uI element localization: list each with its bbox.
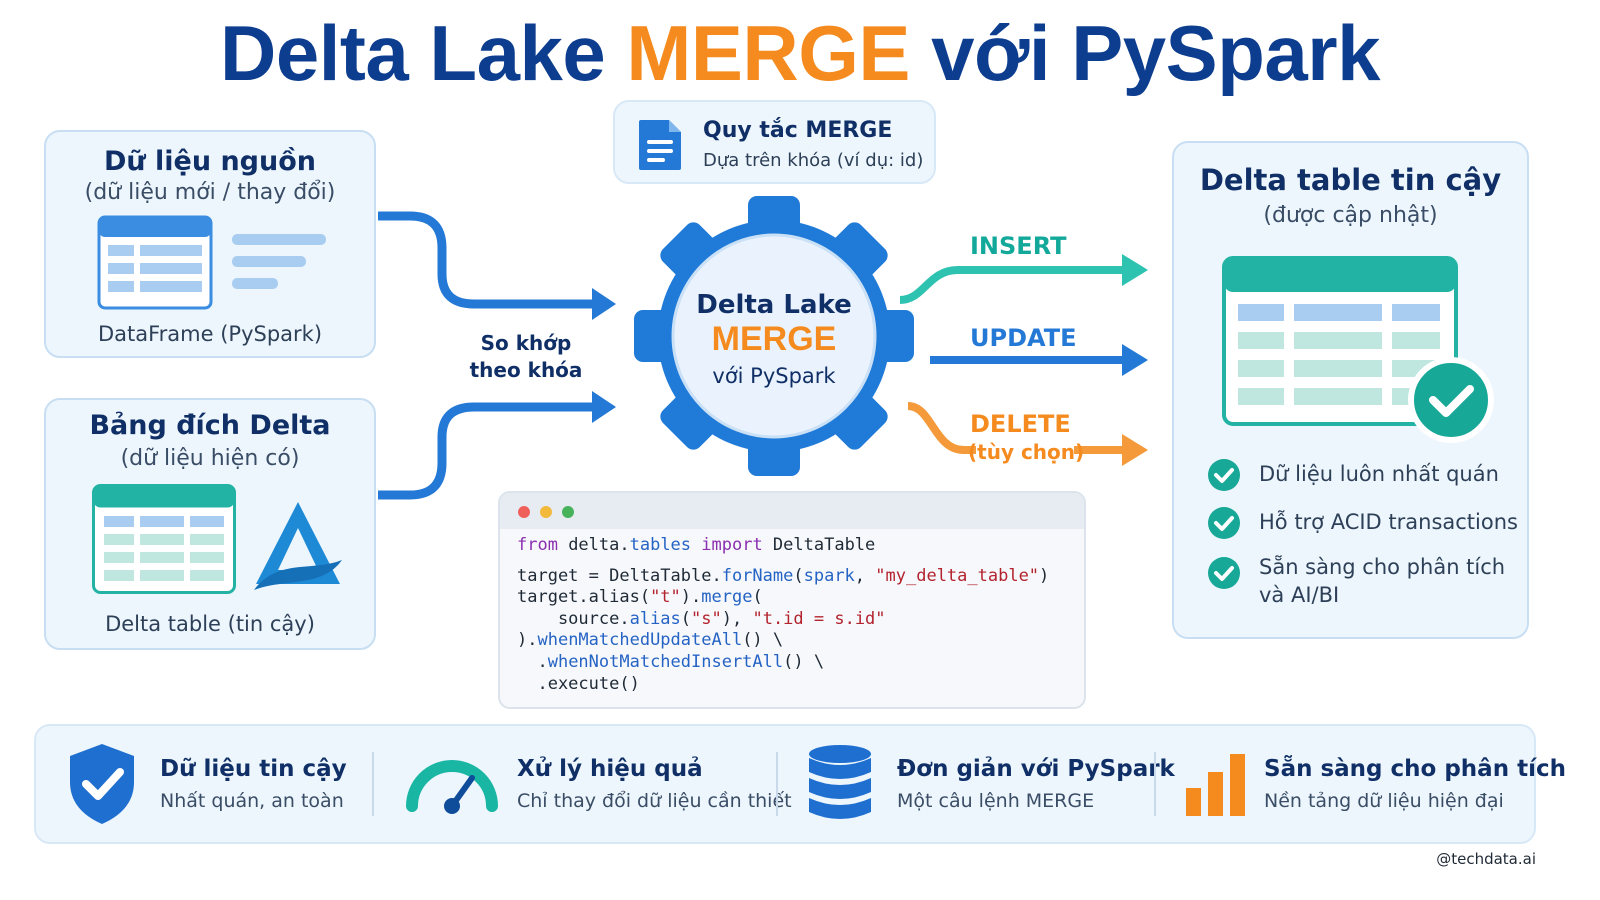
close-dot-icon bbox=[518, 506, 530, 518]
feature-analytics-ready: Sẵn sàng cho phân tích bbox=[1259, 555, 1506, 579]
benefit-title: Xử lý hiệu quả bbox=[517, 756, 703, 782]
feature-analytics-ready-cont: và AI/BI bbox=[1259, 583, 1340, 607]
source-title: Dữ liệu nguồn bbox=[103, 146, 317, 177]
benefit-title: Dữ liệu tin cậy bbox=[160, 756, 347, 782]
benefit-divider bbox=[776, 752, 778, 816]
rules-subtitle: Dựa trên khóa (ví dụ: id) bbox=[703, 150, 924, 171]
code-snippet: from delta.tables import DeltaTable targe… bbox=[498, 491, 1086, 709]
target-to-merge-arrow bbox=[378, 391, 616, 500]
page-title: Delta Lake MERGE với PySpark bbox=[0, 8, 1600, 99]
maximize-dot-icon bbox=[562, 506, 574, 518]
code-line: target = DeltaTable.forName(spark, "my_d… bbox=[517, 565, 1050, 586]
result-subtitle: (được cập nhật) bbox=[1263, 203, 1438, 228]
bar-chart-icon bbox=[1186, 754, 1245, 816]
benefit-title: Đơn giản với PySpark bbox=[897, 756, 1175, 782]
check-circle-icon bbox=[1208, 459, 1240, 491]
insert-arrow bbox=[899, 254, 1148, 304]
gear-line1: Delta Lake bbox=[696, 290, 852, 320]
delete-arrow bbox=[907, 402, 1148, 466]
merge-rules-box: Quy tắc MERGE Dựa trên khóa (ví dụ: id) bbox=[613, 100, 936, 184]
title-part1: Delta Lake bbox=[220, 9, 606, 97]
title-part2: với PySpark bbox=[931, 9, 1380, 97]
code-body: from delta.tables import DeltaTable targe… bbox=[517, 535, 1049, 695]
code-window-bar bbox=[500, 493, 1084, 529]
feature-acid: Hỗ trợ ACID transactions bbox=[1259, 510, 1518, 534]
delta-table-icon bbox=[92, 484, 236, 594]
gear-line2: MERGE bbox=[711, 320, 837, 358]
check-circle-icon bbox=[1208, 507, 1240, 539]
speedometer-icon bbox=[406, 760, 498, 814]
match-label-line1: So khớp bbox=[480, 331, 572, 355]
table-icon bbox=[97, 215, 326, 310]
update-label: UPDATE bbox=[970, 324, 1077, 352]
minimize-dot-icon bbox=[540, 506, 552, 518]
code-line: target.alias("t").merge( bbox=[517, 587, 763, 608]
source-to-merge-arrow bbox=[378, 211, 616, 320]
benefit-title: Sẵn sàng cho phân tích bbox=[1264, 756, 1566, 782]
gear-line3: với PySpark bbox=[712, 364, 836, 388]
source-caption: DataFrame (PySpark) bbox=[97, 322, 323, 346]
insert-label: INSERT bbox=[970, 232, 1067, 260]
benefits-bar bbox=[34, 724, 1536, 844]
code-line: source.alias("s"), "t.id = s.id" bbox=[517, 608, 886, 629]
source-subtitle: (dữ liệu mới / thay đổi) bbox=[84, 180, 336, 205]
credit-handle: @techdata.ai bbox=[1436, 850, 1536, 868]
benefit-divider bbox=[1154, 752, 1156, 816]
target-subtitle: (dữ liệu hiện có) bbox=[120, 446, 300, 471]
target-title: Bảng đích Delta bbox=[89, 410, 331, 441]
code-line: .whenNotMatchedInsertAll() \ bbox=[517, 651, 825, 672]
match-by-key-label: So khớp theo khóa bbox=[464, 330, 588, 384]
code-line: from delta.tables import DeltaTable bbox=[517, 535, 876, 555]
code-line: ).whenMatchedUpdateAll() \ bbox=[517, 630, 784, 651]
update-arrow bbox=[930, 344, 1148, 376]
rules-title: Quy tắc MERGE bbox=[703, 118, 893, 143]
benefit-subtitle: Nền tảng dữ liệu hiện đại bbox=[1264, 790, 1504, 812]
delete-optional-note: (tùy chọn) bbox=[968, 440, 1085, 464]
database-icon bbox=[809, 745, 871, 819]
code-line: .execute() bbox=[517, 673, 640, 694]
check-circle-icon bbox=[1208, 557, 1240, 589]
updated-table-icon bbox=[1222, 256, 1494, 443]
delta-logo-icon bbox=[254, 502, 342, 590]
delete-label: DELETE bbox=[970, 410, 1071, 438]
benefit-divider bbox=[372, 752, 374, 816]
target-caption: Delta table (tin cậy) bbox=[105, 612, 315, 636]
shield-check-icon bbox=[70, 744, 134, 824]
benefit-subtitle: Nhất quán, an toàn bbox=[160, 790, 344, 812]
gear-icon bbox=[634, 196, 914, 476]
benefit-subtitle: Chỉ thay đổi dữ liệu cần thiết bbox=[517, 790, 792, 812]
title-accent: MERGE bbox=[626, 9, 910, 97]
match-label-line2: theo khóa bbox=[469, 358, 583, 382]
result-title: Delta table tin cậy bbox=[1199, 163, 1502, 197]
feature-consistent: Dữ liệu luôn nhất quán bbox=[1259, 462, 1499, 486]
benefit-subtitle: Một câu lệnh MERGE bbox=[897, 790, 1095, 812]
document-icon bbox=[639, 120, 681, 170]
